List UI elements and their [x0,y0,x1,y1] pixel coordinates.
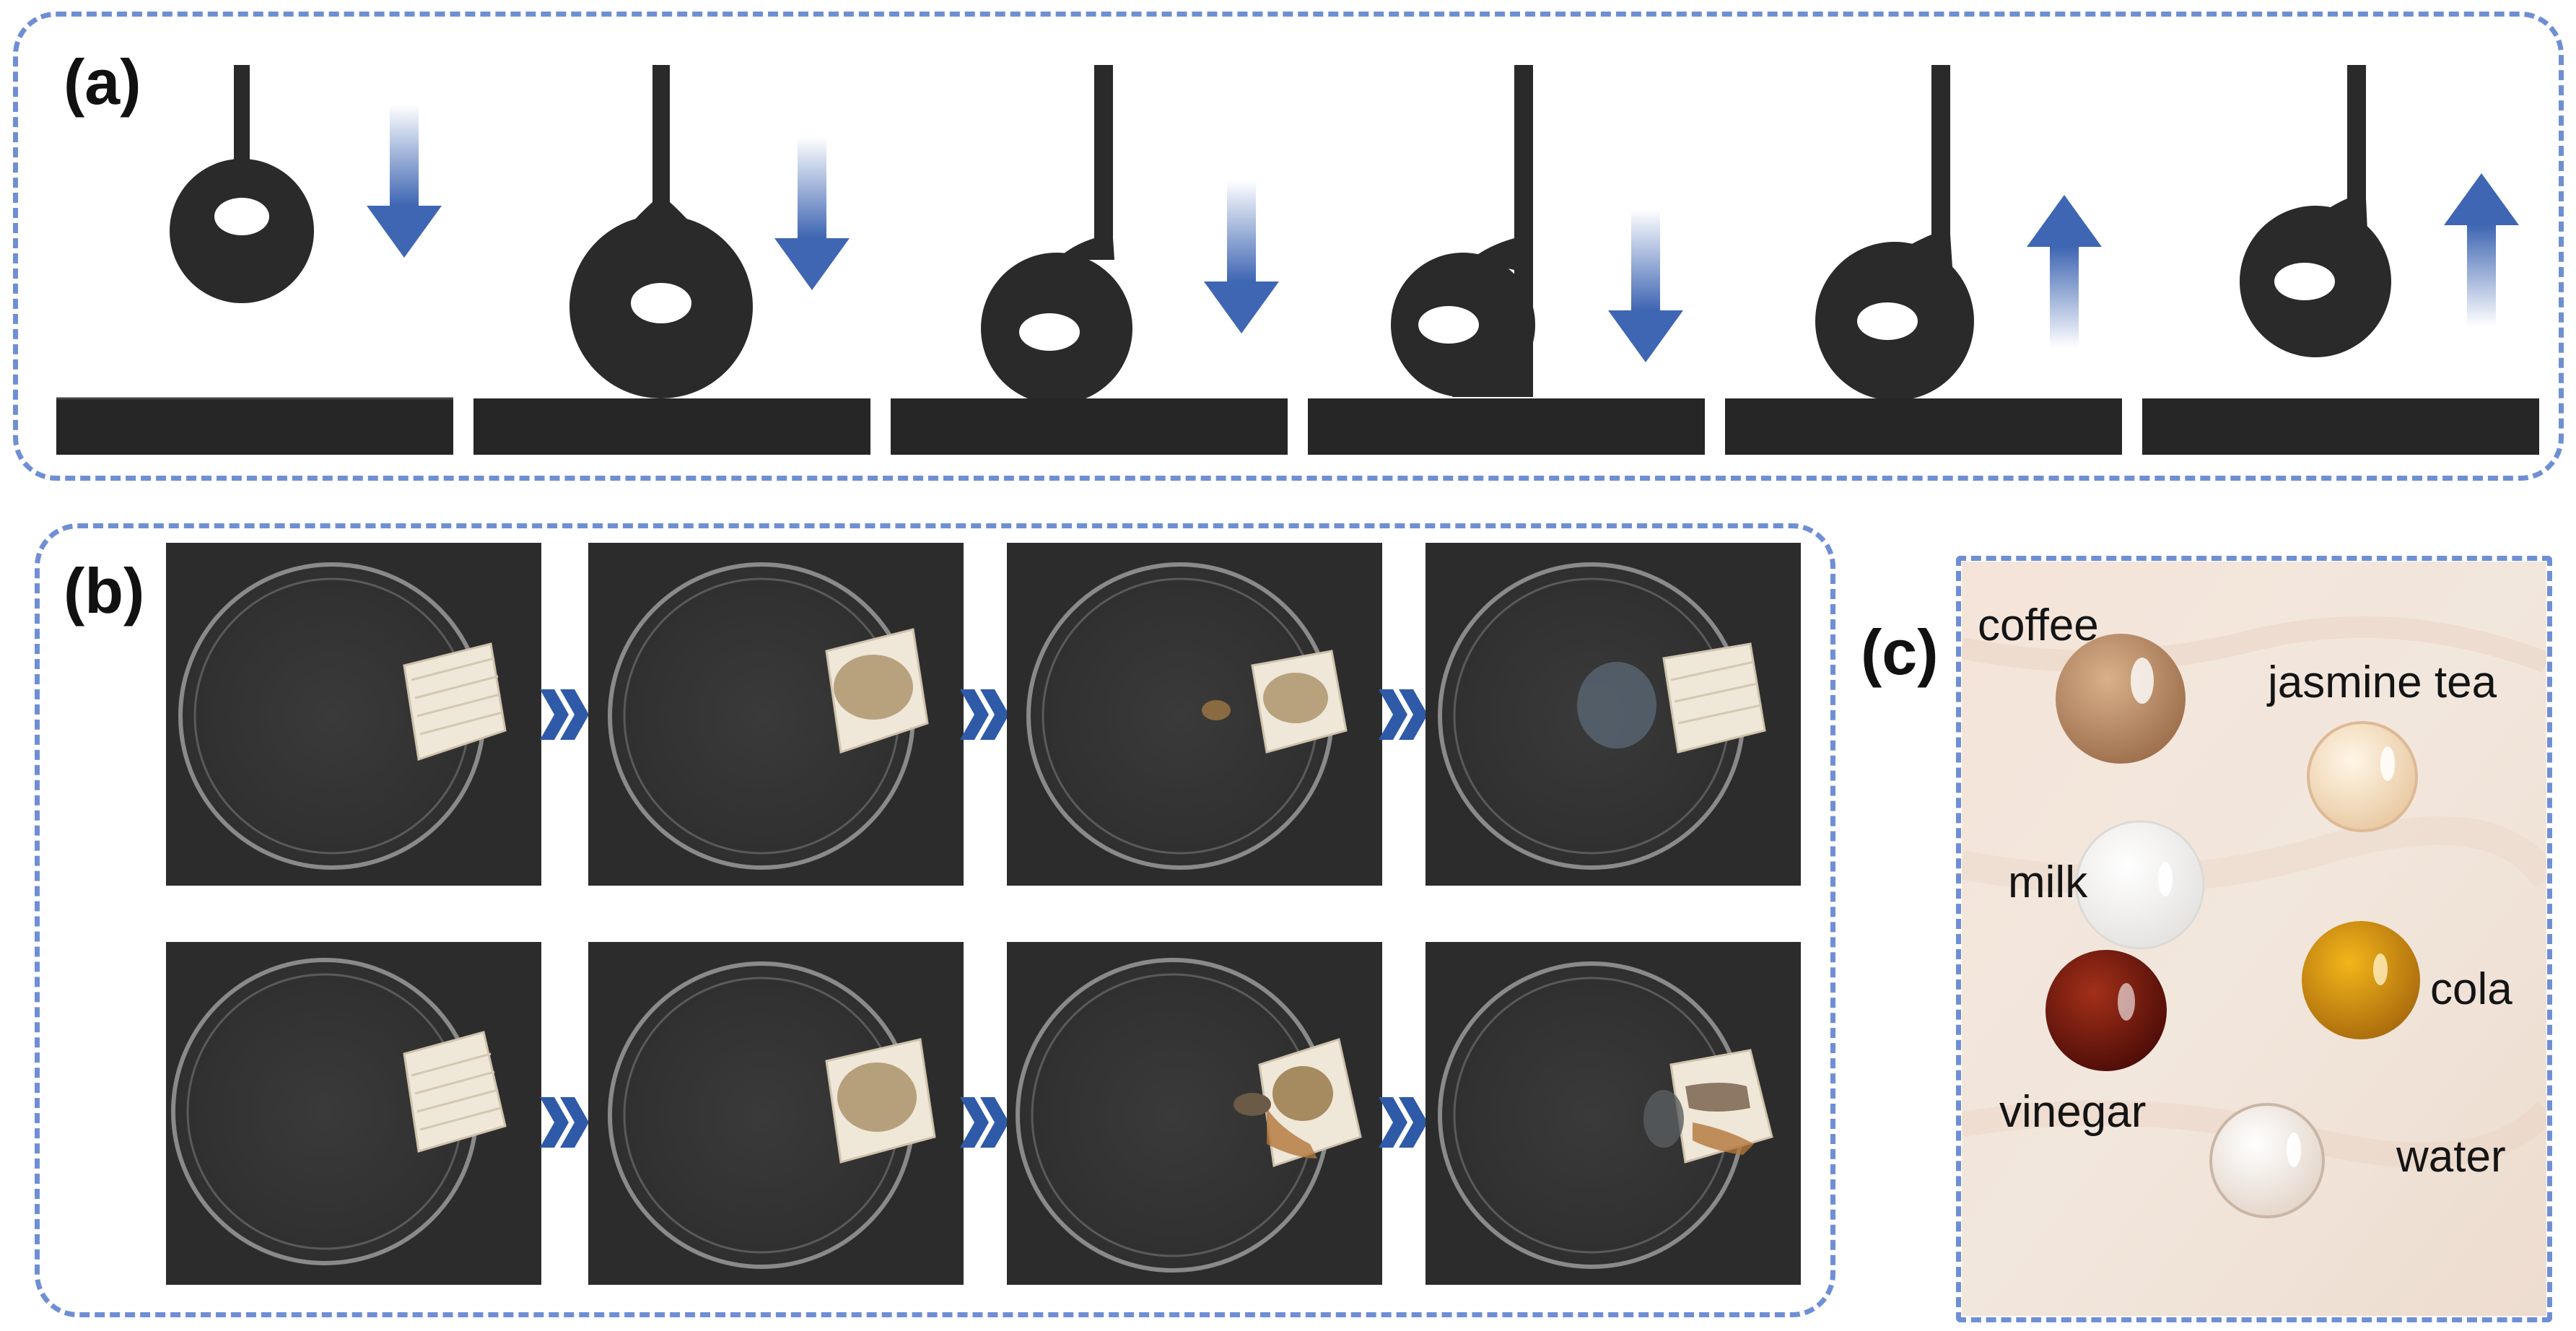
panel-a-letter: (a) [64,46,141,118]
photo-row2-4 [1425,942,1801,1285]
double-chevron-right-icon [960,1097,1009,1148]
double-chevron-right-icon [540,1097,589,1148]
panel-c-frame [1956,556,2552,1322]
label-cola: cola [2430,964,2512,1014]
label-vinegar: vinegar [1999,1087,2147,1137]
double-chevron-right-icon [540,689,589,740]
photo-row1-2 [588,543,964,886]
photo-row2-2 [588,942,964,1285]
up-arrow-icon [2027,195,2102,348]
photo-row2-1 [166,942,541,1285]
panel-b-letter: (b) [64,555,145,627]
up-arrow-icon [2444,173,2519,326]
panel-c-letter: (c) [1861,616,1939,688]
label-coffee: coffee [1978,601,2099,650]
droplet-frame-3 [891,65,1288,455]
photo-row1-4 [1425,543,1801,886]
droplet-frame-2 [473,65,870,455]
label-water: water [2396,1132,2506,1182]
photo-row2-3 [1007,942,1382,1285]
double-chevron-right-icon [1379,689,1428,740]
down-arrow-icon [367,105,442,258]
panel-b-frame [35,523,1835,1317]
droplet-frame-6 [2142,65,2539,455]
panel-a-frame [13,12,2564,481]
droplet-frame-5 [1725,65,2122,455]
photo-row1-3 [1007,543,1382,886]
down-arrow-icon [1204,180,1279,333]
panel-c-photo [1962,562,2546,1316]
droplet-frame-4 [1308,65,1705,455]
double-chevron-right-icon [1379,1097,1428,1148]
down-arrow-icon [1608,209,1683,362]
photo-row1-1 [166,543,541,886]
double-chevron-right-icon [960,689,1009,740]
label-milk: milk [2008,857,2088,907]
droplet-frame-1 [56,65,453,455]
down-arrow-icon [774,137,850,290]
label-jasmine-tea: jasmine tea [2268,658,2497,707]
